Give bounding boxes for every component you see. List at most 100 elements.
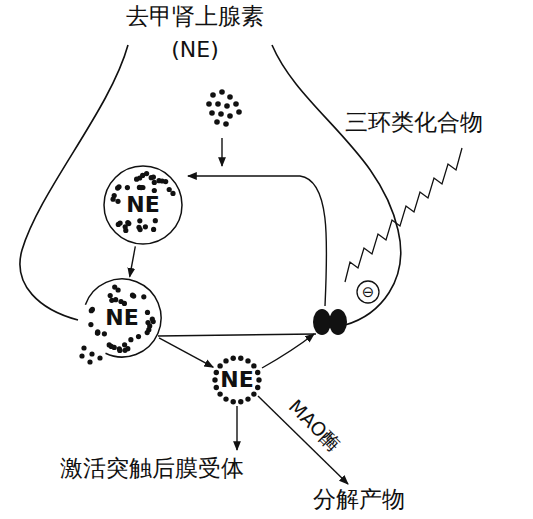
- flow-arrow: [130, 246, 136, 276]
- ne-molecule: [160, 178, 165, 183]
- text-wrap: NE: [82, 278, 162, 358]
- ne-molecule: [245, 396, 250, 401]
- synaptic-vesicle: NE: [103, 165, 183, 245]
- node-label: NE: [104, 307, 139, 329]
- ne-molecule: [149, 175, 154, 180]
- ne-molecule: [215, 101, 221, 107]
- ne-molecule: [97, 355, 102, 360]
- ne-molecule: [214, 385, 219, 390]
- ne-molecule: [255, 370, 260, 375]
- mao-arrow: [258, 396, 348, 484]
- ne-molecule: [122, 301, 127, 306]
- ne-molecule: [206, 101, 212, 107]
- ne-molecule: [147, 323, 152, 328]
- ne-molecule: [218, 111, 224, 117]
- ne-molecule: [150, 316, 155, 321]
- transporter: [313, 309, 331, 335]
- ne-molecule: [141, 294, 146, 299]
- ne-molecule: [117, 348, 122, 353]
- cleft-ne-cluster: NE: [212, 355, 262, 405]
- terminal-membrane-bottom: [158, 334, 316, 336]
- ne-molecule: [219, 89, 225, 95]
- ne-molecule: [245, 358, 250, 363]
- ne-molecule: [227, 113, 233, 119]
- tricyclic-inhibition-line: [345, 148, 462, 282]
- ne-molecule: [89, 308, 94, 313]
- ne-molecule: [223, 358, 228, 363]
- receptor-arrow: [236, 406, 237, 450]
- text-label: 激活突触后膜受体: [60, 456, 244, 481]
- text-wrap: NE: [103, 165, 183, 245]
- terminal-membrane-right: [272, 45, 401, 325]
- ne-molecule: [251, 363, 256, 368]
- text-label: 三环类化合物: [345, 110, 483, 135]
- ne-molecule: [134, 177, 139, 182]
- text-label: 分解产物: [313, 487, 405, 512]
- ne-molecule: [137, 218, 142, 223]
- ne-molecule: [102, 331, 107, 336]
- ne-molecule: [212, 377, 217, 382]
- text-label: MAO酶: [285, 395, 344, 454]
- reuptake-arrow: [188, 176, 327, 306]
- ne-molecule: [217, 363, 222, 368]
- ne-molecule: [238, 399, 243, 404]
- ne-molecule: [223, 121, 229, 127]
- ne-molecule: [224, 103, 230, 109]
- ne-molecule: [87, 359, 92, 364]
- inhibition-sign: ⊖: [362, 284, 375, 301]
- node-label: NE: [219, 369, 254, 391]
- ne-molecule: [112, 345, 117, 350]
- ne-molecule: [210, 92, 216, 98]
- ne-molecule: [231, 399, 236, 404]
- ne-molecule: [128, 337, 133, 342]
- synaptic-vesicle: NE: [82, 278, 162, 358]
- ne-molecule: [95, 330, 100, 335]
- ne-molecule: [136, 334, 141, 339]
- ne-molecule: [112, 193, 117, 198]
- text-label: (NE): [171, 38, 219, 62]
- inhibition-circle: [357, 281, 379, 303]
- ne-molecule: [115, 199, 120, 204]
- ne-molecule: [81, 345, 86, 350]
- flow-arrow: [159, 338, 213, 367]
- ne-molecule: [89, 351, 94, 356]
- ne-molecule: [167, 187, 172, 192]
- ne-molecule: [138, 227, 143, 232]
- ne-molecule: [152, 188, 157, 193]
- ne-molecule: [236, 109, 242, 115]
- ne-molecule: [139, 185, 144, 190]
- ne-molecule: [233, 101, 239, 107]
- ne-molecule: [217, 391, 222, 396]
- ne-molecule: [112, 285, 117, 290]
- ne-molecule: [214, 370, 219, 375]
- ne-molecule: [223, 396, 228, 401]
- ne-molecule: [109, 298, 114, 303]
- ne-molecule: [238, 356, 243, 361]
- ne-molecule: [88, 322, 93, 327]
- ne-molecule: [153, 218, 158, 223]
- ne-molecule: [255, 385, 260, 390]
- ne-molecule: [209, 110, 215, 116]
- ne-molecule: [231, 356, 236, 361]
- transporter: [329, 309, 347, 335]
- ne-molecule: [143, 224, 148, 229]
- ne-molecule: [152, 180, 157, 185]
- text-label: 去甲肾上腺素: [126, 4, 264, 29]
- ne-molecule: [227, 94, 233, 100]
- ne-molecule: [116, 222, 121, 227]
- ne-molecule: [145, 310, 150, 315]
- vesicle-membrane: [85, 279, 161, 357]
- ne-molecule: [151, 227, 156, 232]
- reuptake-arrow: [262, 334, 314, 368]
- text-wrap: NE: [212, 355, 262, 405]
- node-label: NE: [125, 194, 160, 216]
- ne-molecule: [79, 353, 84, 358]
- ne-molecule: [131, 294, 136, 299]
- ne-molecule: [107, 342, 112, 347]
- ne-molecule: [145, 330, 150, 335]
- ne-molecule: [125, 185, 130, 190]
- ne-molecule: [140, 173, 145, 178]
- ne-molecule: [170, 191, 175, 196]
- ne-molecule: [214, 119, 220, 125]
- ne-molecule: [123, 224, 128, 229]
